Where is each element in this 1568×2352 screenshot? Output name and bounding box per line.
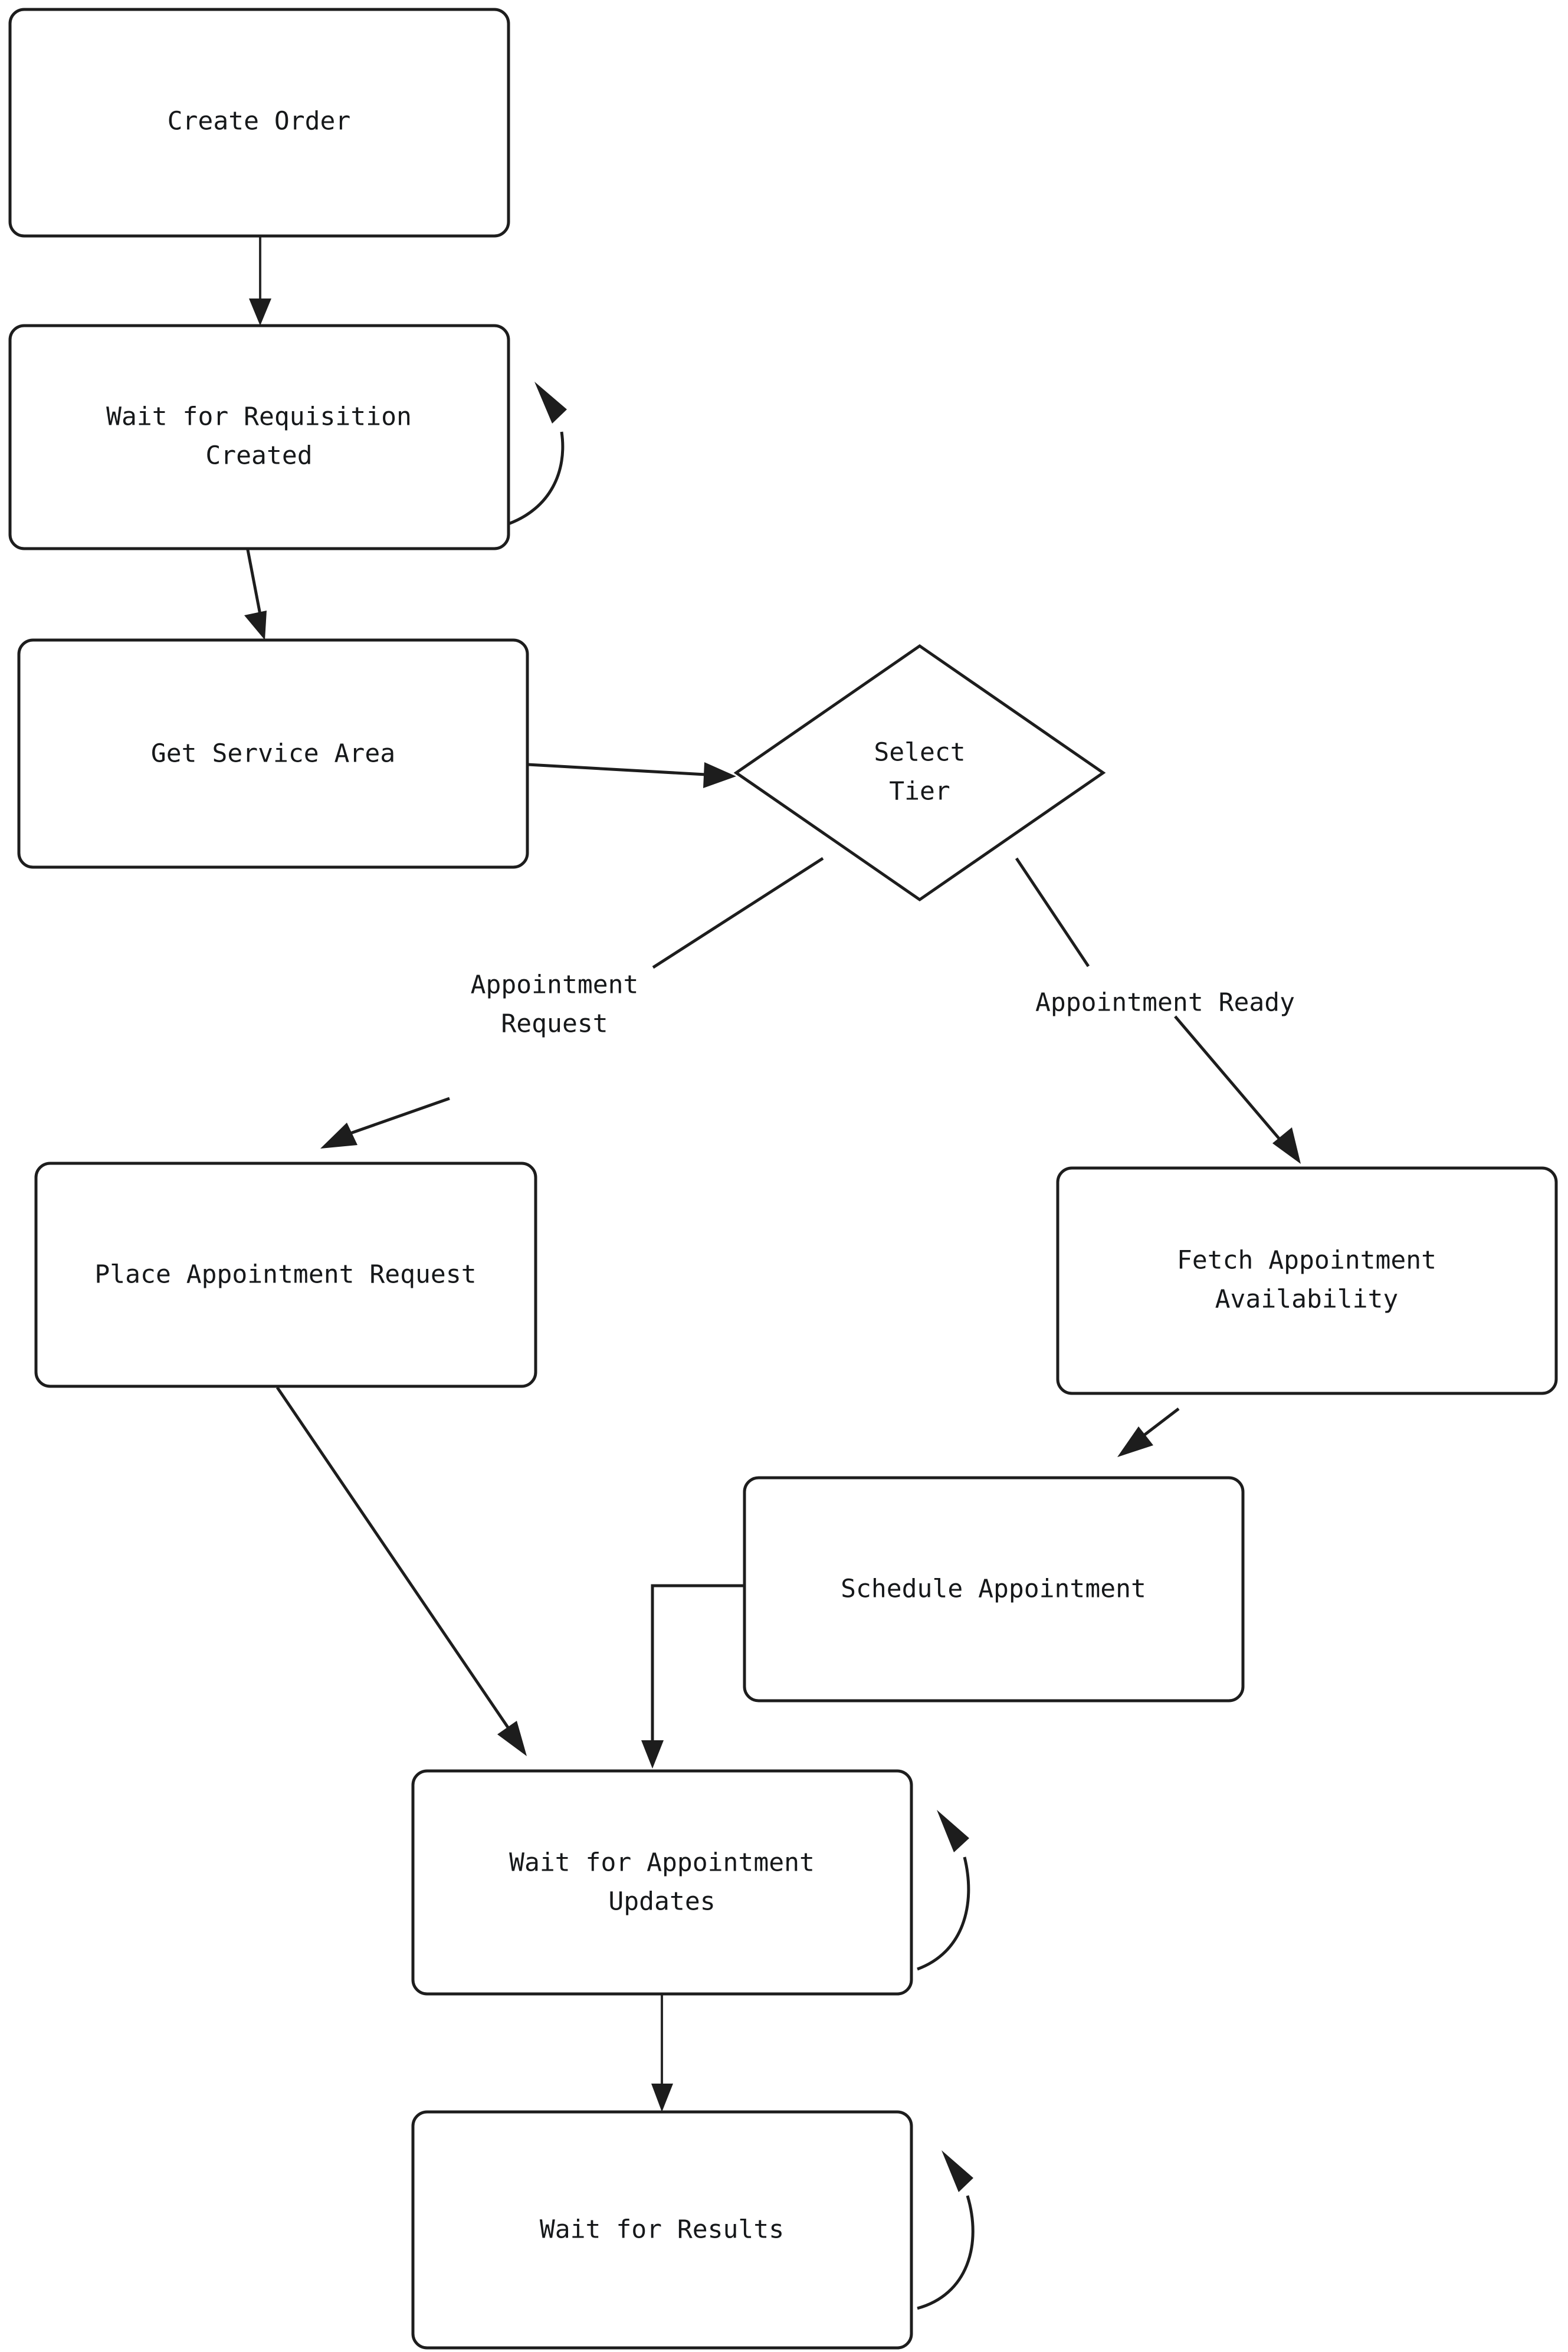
node-shape-rounded-rect[interactable] xyxy=(34,1162,537,1388)
edge-line xyxy=(1137,1408,1180,1441)
edge-wait-updates-self-loop xyxy=(917,1810,970,1971)
edge-wait-requisition-to-service-area xyxy=(244,549,267,640)
node-shape-rounded-rect[interactable] xyxy=(8,324,510,550)
node-get-service-area[interactable]: Get Service Area xyxy=(17,638,529,869)
node-create-order[interactable]: Create Order xyxy=(8,8,510,238)
edge-line xyxy=(917,2195,975,2310)
arrow-head-icon xyxy=(249,298,271,326)
arrow-head-icon xyxy=(651,2084,673,2112)
arrow-head-icon xyxy=(703,762,736,788)
node-shape-rounded-rect[interactable] xyxy=(17,638,529,869)
arrow-head-icon xyxy=(497,1721,527,1756)
node-shape-rounded-rect[interactable] xyxy=(8,8,510,238)
node-label-wait-requisition-line2: Created xyxy=(205,441,312,471)
edge-line xyxy=(342,1097,450,1138)
node-label-select-tier-line1: Select xyxy=(874,738,965,767)
edge-wait-requisition-self-loop xyxy=(508,382,567,526)
node-label-wait-requisition-line1: Wait for Requisition xyxy=(106,402,412,432)
edge-line xyxy=(275,1386,514,1736)
node-label-fetch-availability-line1: Fetch Appointment xyxy=(1177,1246,1436,1275)
edge-line xyxy=(1174,1015,1284,1144)
node-shape-rounded-rect[interactable] xyxy=(743,1476,1245,1703)
node-select-tier[interactable]: Select Tier xyxy=(733,644,1106,902)
node-shape-diamond[interactable] xyxy=(733,644,1106,902)
node-label-wait-updates-line2: Updates xyxy=(608,1887,715,1917)
edge-line xyxy=(1015,857,1090,967)
edge-line xyxy=(651,1584,744,1741)
edge-label-appointment-ready: Appointment Ready xyxy=(1035,988,1295,1018)
edge-label-appointment-request-line1: Appointment xyxy=(471,970,639,1000)
edge-fetch-availability-to-schedule xyxy=(1117,1408,1180,1457)
node-fetch-appointment-availability[interactable]: Fetch Appointment Availability xyxy=(1056,1166,1558,1395)
edge-line xyxy=(527,763,706,776)
edge-line xyxy=(508,431,565,526)
node-label-get-service-area: Get Service Area xyxy=(151,739,395,769)
edge-line xyxy=(246,549,263,621)
edge-line xyxy=(652,857,824,969)
node-label-schedule-appointment: Schedule Appointment xyxy=(841,1574,1146,1604)
arrow-head-icon xyxy=(942,2150,973,2192)
node-shape-rounded-rect[interactable] xyxy=(411,2110,913,2350)
arrow-head-icon xyxy=(937,1810,969,1852)
edge-select-tier-to-fetch-availability: Appointment Ready xyxy=(1015,857,1301,1164)
node-label-wait-for-results: Wait for Results xyxy=(540,2215,784,2245)
edge-place-request-to-wait-updates xyxy=(275,1386,527,1756)
arrow-head-icon xyxy=(534,382,567,424)
edge-schedule-to-wait-updates xyxy=(641,1584,744,1769)
edge-service-area-to-select-tier xyxy=(527,762,736,788)
arrow-head-icon xyxy=(1272,1127,1301,1164)
node-label-select-tier-line2: Tier xyxy=(889,777,950,806)
node-wait-for-results[interactable]: Wait for Results xyxy=(411,2110,913,2350)
edge-create-order-to-wait-requisition xyxy=(249,237,271,326)
edge-select-tier-to-place-request: Appointment Request xyxy=(320,857,824,1149)
arrow-head-icon xyxy=(320,1123,357,1149)
arrow-head-icon xyxy=(244,611,267,640)
edge-wait-updates-to-results xyxy=(651,1995,673,2112)
node-wait-requisition-created[interactable]: Wait for Requisition Created xyxy=(8,324,510,550)
node-place-appointment-request[interactable]: Place Appointment Request xyxy=(34,1162,537,1388)
edge-label-appointment-request-line2: Request xyxy=(501,1009,608,1039)
node-shape-rounded-rect[interactable] xyxy=(411,1769,913,1996)
edge-wait-results-self-loop xyxy=(917,2150,975,2310)
node-schedule-appointment[interactable]: Schedule Appointment xyxy=(743,1476,1245,1703)
node-wait-appointment-updates[interactable]: Wait for Appointment Updates xyxy=(411,1769,913,1996)
edge-line xyxy=(917,1856,970,1971)
arrow-head-icon xyxy=(1117,1426,1153,1457)
node-label-place-appointment-request: Place Appointment Request xyxy=(94,1260,476,1290)
arrow-head-icon xyxy=(641,1740,664,1769)
node-label-fetch-availability-line2: Availability xyxy=(1215,1285,1399,1314)
node-shape-rounded-rect[interactable] xyxy=(1056,1166,1558,1395)
node-label-create-order: Create Order xyxy=(168,107,351,136)
node-label-wait-updates-line1: Wait for Appointment xyxy=(509,1848,815,1878)
